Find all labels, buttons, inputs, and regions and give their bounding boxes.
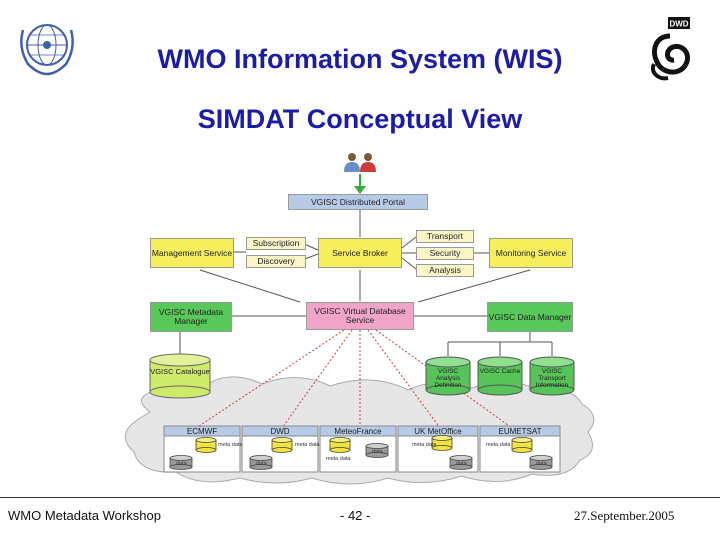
- discovery-box: Discovery: [246, 255, 306, 268]
- monitoring-service: Monitoring Service: [489, 238, 573, 268]
- vgisc-catalogue-label: VGISC Catalogue: [150, 367, 210, 376]
- vgisc-cache-label: VGISC Cache: [479, 368, 521, 375]
- eumetsat-data-label: data: [536, 461, 548, 467]
- centre-name-dwd: DWD: [270, 427, 289, 436]
- dwd-logo: DWD: [648, 14, 692, 82]
- eumetsat-data-cylinder: [529, 455, 553, 470]
- vgisc-data-manager: VGISC Data Manager: [487, 302, 573, 332]
- eumetsat-meta-label: meta data: [486, 442, 511, 448]
- ukmetoffice-data-label: data: [456, 461, 468, 467]
- transport-box: Transport: [416, 230, 474, 243]
- transport-information-cylinder: [529, 356, 575, 396]
- vgisc-distributed-portal: VGISC Distributed Portal: [288, 194, 428, 210]
- footer-date: 27.September.2005: [574, 508, 675, 523]
- centre-name-eumetsat: EUMETSAT: [499, 427, 542, 436]
- analysis-box: Analysis: [416, 264, 474, 277]
- management-service: Management Service: [150, 238, 234, 268]
- vgisc-metadata-manager: VGISC Metadata Manager: [150, 302, 232, 332]
- ecmwf-data-label: data: [176, 461, 188, 467]
- meteofrance-meta-cylinder: [329, 437, 351, 453]
- ecmwf-data-cylinder: [169, 455, 193, 470]
- slide-subtitle: SIMDAT Conceptual View: [197, 104, 523, 134]
- catalogue-cylinder: [149, 353, 211, 399]
- ukmetoffice-meta-cylinder: [431, 435, 453, 451]
- meteofrance-data-cylinder: [365, 443, 389, 458]
- footer-left: WMO Metadata Workshop: [8, 508, 161, 523]
- footer-divider: [0, 497, 720, 498]
- dwd-logo-text: DWD: [669, 20, 688, 29]
- dwd-meta-label: meta data: [295, 442, 320, 448]
- centre-name-ecmwf: ECMWF: [187, 427, 217, 436]
- security-box: Security: [416, 247, 474, 260]
- dwd-meta-cylinder: [271, 437, 293, 453]
- meteofrance-data-label: data: [372, 449, 384, 455]
- footer-page-number: - 42 -: [340, 508, 371, 523]
- ecmwf-meta-cylinder: [195, 437, 217, 453]
- vgisc-transport-information-label: VGISC Transport Information: [535, 368, 569, 389]
- meteofrance-meta-label: meta data: [326, 456, 351, 462]
- ukmetoffice-meta-label: meta data: [412, 442, 437, 448]
- analysis-definition-cylinder: [425, 356, 471, 396]
- centre-name-ukmetoffice: UK MetOffice: [414, 427, 462, 436]
- architecture-diagram: ECMWF DWD MeteoFrance UK MetOffice EUMET…: [124, 153, 595, 485]
- ecmwf-meta-label: meta data: [218, 442, 243, 448]
- subscription-box: Subscription: [246, 237, 306, 250]
- cache-cylinder: [477, 356, 523, 396]
- dwd-data-cylinder: [249, 455, 273, 470]
- vgisc-virtual-database-service: VGISC Virtual Database Service: [306, 302, 414, 330]
- ukmetoffice-data-cylinder: [449, 455, 473, 470]
- dwd-data-label: data: [256, 461, 268, 467]
- eumetsat-meta-cylinder: [511, 437, 533, 453]
- service-broker: Service Broker: [318, 238, 402, 268]
- vgisc-analysis-definition-label: VGISC Analysis Definition: [434, 368, 462, 389]
- centre-name-meteofrance: MeteoFrance: [334, 427, 382, 436]
- users-icon: [344, 153, 376, 172]
- wmo-logo: [14, 14, 80, 80]
- slide-title: WMO Information System (WIS): [157, 44, 563, 74]
